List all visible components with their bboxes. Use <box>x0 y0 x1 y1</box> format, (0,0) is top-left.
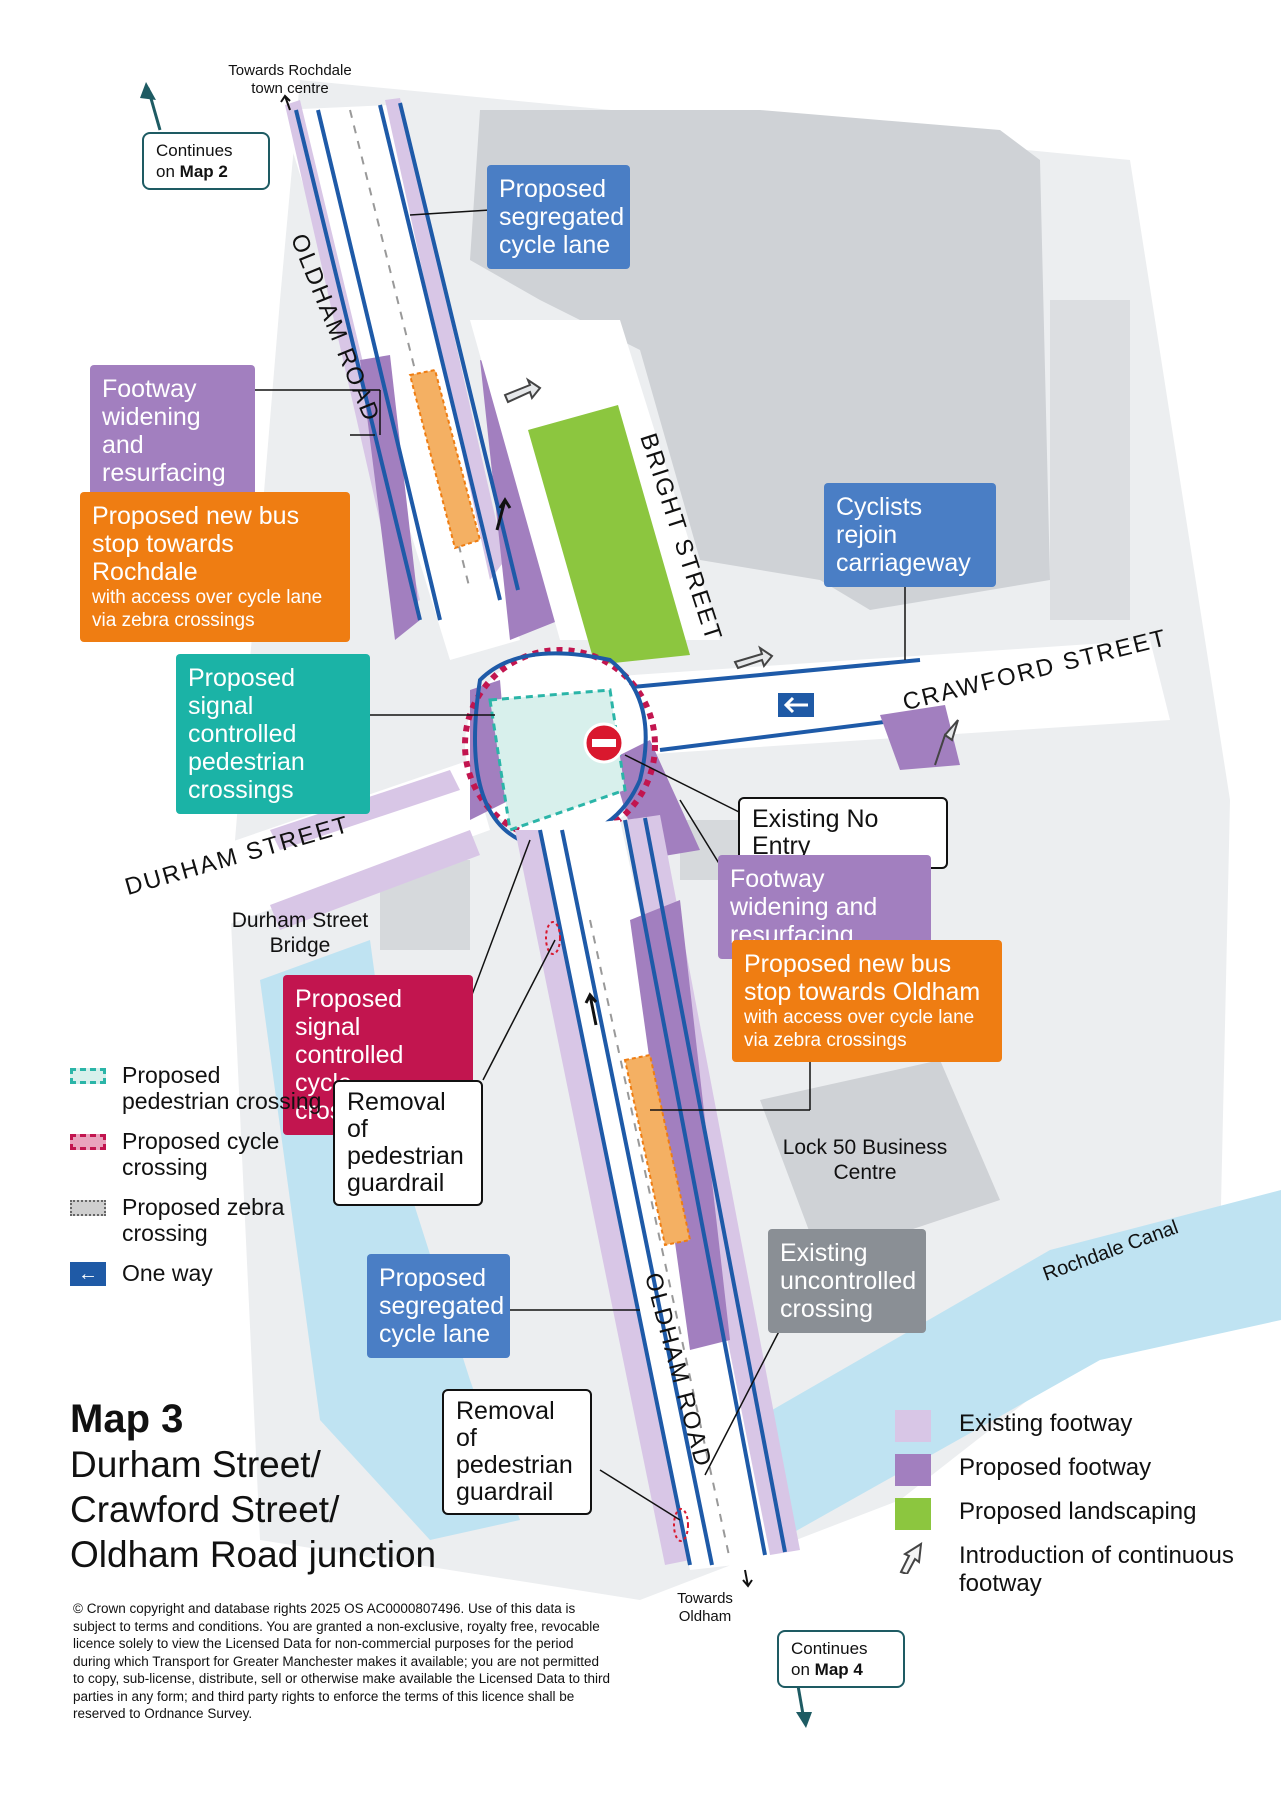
legend-item: Proposed landscaping <box>895 1498 1265 1530</box>
one-way-arrow-icon: ← <box>70 1262 106 1286</box>
callout-removal-guardrail-2: Removal of pedestrian guardrail <box>442 1389 592 1515</box>
bus-stop-oldham <box>623 1053 692 1247</box>
legend-item: Introduction of continuous footway <box>895 1542 1265 1598</box>
continuous-footway-arrow-icon <box>899 1542 923 1574</box>
continues-map-link[interactable]: Map 2 <box>179 162 228 181</box>
proposed-footway <box>880 705 960 770</box>
title-line: Crawford Street/ <box>70 1489 340 1530</box>
legend-label: Proposed cycle crossing <box>122 1128 280 1180</box>
traffic-arrow-icon <box>584 992 598 1026</box>
map-number: Map 3 <box>70 1397 184 1441</box>
dotted-grey-swatch <box>70 1200 106 1216</box>
existing-footway <box>270 830 480 930</box>
cycle-lane-line <box>538 829 692 1566</box>
title-line: Oldham Road junction <box>70 1534 437 1575</box>
continues-map4-box[interactable]: Continues on Map 4 <box>777 1630 905 1688</box>
leader-lines <box>255 209 906 1521</box>
centre-line <box>349 109 471 591</box>
building-block <box>760 1060 1000 1260</box>
existing-footway <box>385 98 505 580</box>
legend-item: Proposed pedestrian crossing <box>70 1062 330 1114</box>
legend-label: One way <box>122 1260 213 1286</box>
legend-areas: Existing footway Proposed footway Propos… <box>895 1410 1265 1610</box>
legend-label: Proposed zebra crossing <box>122 1194 285 1246</box>
cycle-lane-line <box>643 817 787 1553</box>
legend-label: Existing footway <box>959 1410 1133 1437</box>
cycle-lane-line <box>623 819 767 1556</box>
cycle-lane-line <box>398 102 520 591</box>
callout-signal-pedestrian: Proposed signal controlled pedestrian cr… <box>176 654 370 814</box>
landscaping-swatch <box>895 1498 931 1530</box>
callout-removal-guardrail-1: Removal of pedestrian guardrail <box>333 1080 483 1206</box>
copyright-notice: © Crown copyright and database rights 20… <box>73 1601 611 1721</box>
callout-seg-cycle-bottom: Proposed segregated cycle lane <box>367 1254 510 1358</box>
crawford-street-road <box>560 640 1170 760</box>
guardrail-marker <box>545 921 561 955</box>
cycle-lane-line <box>659 718 901 752</box>
towards-oldham-label: Towards Oldham <box>677 1590 733 1625</box>
continuous-footway-arrow-icon <box>934 719 959 766</box>
cycle-lane-line <box>560 829 714 1566</box>
legend-item: Existing footway <box>895 1410 1265 1442</box>
legend-label: Proposed landscaping <box>959 1498 1197 1525</box>
durham-street-bridge-label: Durham Street Bridge <box>231 909 369 957</box>
proposed-footway-swatch <box>895 1454 931 1486</box>
oldham-road-south <box>520 820 780 1570</box>
callout-seg-cycle-top: Proposed segregated cycle lane <box>487 165 630 269</box>
legend-item: ← One way <box>70 1260 330 1286</box>
dashed-red-swatch <box>70 1134 106 1150</box>
existing-footway-swatch <box>895 1410 931 1442</box>
continuous-footway-arrow-icon <box>733 645 774 670</box>
continuous-footway-arrow-icon <box>503 377 542 404</box>
bus-stop-main-text: Proposed new bus stop towards Rochdale <box>92 502 300 586</box>
building-block <box>1050 300 1130 620</box>
legend-item: Proposed zebra crossing <box>70 1194 330 1246</box>
bus-stop-sub-text: with access over cycle lane via zebra cr… <box>92 587 323 631</box>
towards-arrow-icon <box>742 1569 753 1588</box>
towards-arrow-icon <box>280 94 291 111</box>
pedestrian-crossing-area <box>488 688 627 833</box>
continues-prefix: Continues on <box>156 141 233 181</box>
towards-rochdale-label: Towards Rochdale town centre <box>228 62 352 97</box>
dashed-teal-swatch <box>70 1068 106 1084</box>
title-line: Durham Street/ <box>70 1444 321 1485</box>
centre-line <box>589 919 731 1561</box>
lock50-label: Lock 50 Business Centre <box>782 1136 948 1184</box>
cycle-lane-line <box>599 658 921 692</box>
traffic-arrow-icon <box>495 497 512 531</box>
bus-stop-sub-text: with access over cycle lane via zebra cr… <box>744 1007 975 1051</box>
cycle-lane-line <box>378 104 502 601</box>
legend-item: Proposed footway <box>895 1454 1265 1486</box>
legend-label: Proposed footway <box>959 1454 1152 1481</box>
existing-footway <box>515 830 690 1565</box>
continues-prefix: Continues on <box>791 1639 868 1679</box>
callout-footway-widening-left: Footway widening and resurfacing <box>90 365 255 497</box>
bus-stop-main-text: Proposed new bus stop towards Oldham <box>744 950 981 1006</box>
guardrail-marker <box>673 1508 689 1542</box>
continues-map2-box[interactable]: Continues on Map 2 <box>142 132 270 190</box>
bus-stop-rochdale <box>408 368 482 550</box>
canal-water <box>720 1190 1281 1540</box>
cycle-lane-loop <box>473 651 648 844</box>
map-title: Map 3 Durham Street/ Crawford Street/ Ol… <box>70 1396 436 1577</box>
legend-label: Introduction of continuous footway <box>959 1542 1234 1597</box>
legend-item: Proposed cycle crossing <box>70 1128 330 1180</box>
landscaping-area <box>528 405 690 665</box>
callout-bus-stop-oldham: Proposed new bus stop towards Oldham wit… <box>732 940 1002 1062</box>
callout-bus-stop-rochdale: Proposed new bus stop towards Rochdale w… <box>80 492 350 642</box>
legend-crossings: Proposed pedestrian crossing Proposed cy… <box>70 1062 330 1300</box>
callout-cyclists-rejoin: Cyclists rejoin carriageway <box>824 483 996 587</box>
cycle-lane-line <box>294 109 422 621</box>
cycle-lane-line <box>316 109 442 621</box>
callout-existing-uncontrolled: Existing uncontrolled crossing <box>768 1229 926 1333</box>
continues-map-link[interactable]: Map 4 <box>814 1660 863 1679</box>
legend-label: Proposed pedestrian crossing <box>122 1062 322 1114</box>
